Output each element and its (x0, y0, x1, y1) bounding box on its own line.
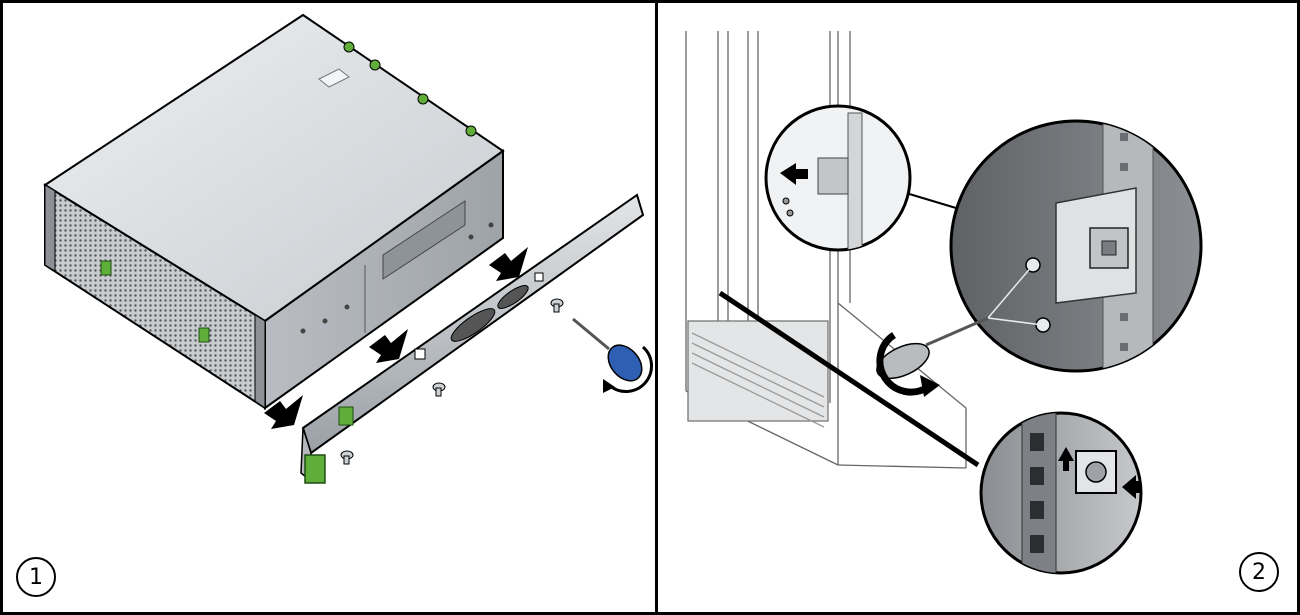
slide-rail-icon (300, 193, 645, 484)
step-1-panel: 1 (0, 0, 658, 615)
callout-leader (905, 192, 957, 209)
callout-leader (718, 290, 980, 468)
screw-icon (340, 298, 564, 465)
screwdriver-icon (876, 316, 989, 380)
magnifier-callout-icon (979, 411, 1143, 575)
cage-nut-icon (1075, 450, 1117, 494)
server-chassis-icon (43, 13, 505, 410)
screwdriver-icon (572, 317, 653, 393)
step-number-badge: 1 (16, 557, 56, 597)
magnifier-callout-icon (949, 119, 1203, 373)
rotation-arrow-icon (876, 332, 940, 397)
step-2-panel: 2 (655, 0, 1300, 615)
step-number-badge: 2 (1239, 552, 1279, 592)
step-1-illustration (43, 13, 653, 484)
step-number: 1 (29, 564, 43, 590)
step-2-illustration (685, 31, 1203, 575)
step-number: 2 (1252, 559, 1266, 585)
magnifier-callout-icon (764, 104, 912, 252)
rack-cabinet-icon (685, 31, 967, 469)
push-arrow-icon (264, 247, 528, 429)
